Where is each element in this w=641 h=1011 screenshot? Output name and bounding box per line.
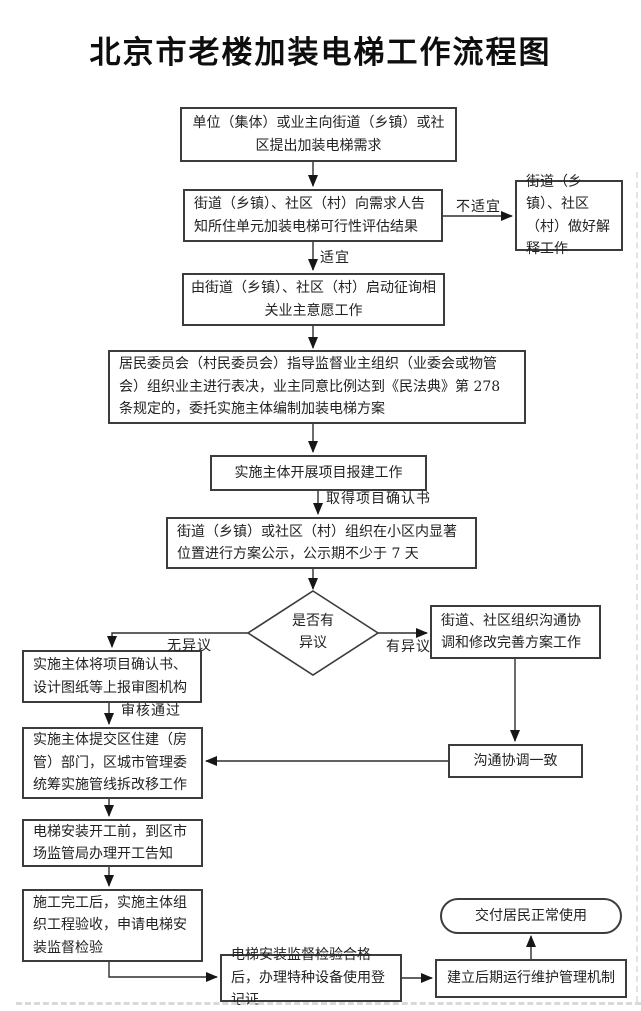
- arrow-acceptance-to-registration: [108, 962, 218, 982]
- node-maintenance-mechanism: 建立后期运行维护管理机制: [435, 959, 627, 998]
- node-maintenance-mechanism-text: 建立后期运行维护管理机制: [447, 970, 615, 987]
- node-coordinate-revise: 街道、社区组织沟通协调和修改完善方案工作: [430, 605, 601, 659]
- decision-diamond-shape: [246, 590, 380, 676]
- label-unsuitable: 不适宜: [456, 199, 501, 215]
- node-end-delivery: 交付居民正常使用: [440, 898, 622, 934]
- node-completion-acceptance-text: 施工完工后，实施主体组织工程验收，申请电梯安装监督检验: [33, 894, 187, 956]
- node-plan-publicity: 街道（乡镇）或社区（村）组织在小区内显著位置进行方案公示，公示期不少于 7 天: [166, 517, 477, 569]
- node-consult-owners-text: 由街道（乡镇）、社区（村）启动征询相关业主意愿工作: [191, 280, 436, 319]
- node-submit-housing-dept-text: 实施主体提交区住建（房管）部门，区城市管理委统筹实施管线拆改移工作: [33, 732, 187, 794]
- node-owner-vote-text: 居民委员会（村民委员会）指导监督业主组织（业委会或物管会）组织业主进行表决，业主…: [119, 356, 501, 418]
- decision-objection-line1: 是否有: [292, 613, 334, 629]
- page-edge-bottom-dashed: [16, 1002, 641, 1005]
- node-start-work-notice: 电梯安装开工前，到区市场监管局办理开工告知: [22, 819, 203, 867]
- decision-objection-line2: 异议: [299, 634, 327, 651]
- node-feasibility-result: 街道（乡镇）、社区（村）向需求人告知所住单元加装电梯可行性评估结果: [183, 189, 443, 242]
- node-submit-housing-dept: 实施主体提交区住建（房管）部门，区城市管理委统筹实施管线拆改移工作: [22, 727, 203, 799]
- node-end-delivery-text: 交付居民正常使用: [475, 907, 587, 924]
- node-plan-publicity-text: 街道（乡镇）或社区（村）组织在小区内显著位置进行方案公示，公示期不少于 7 天: [177, 523, 457, 562]
- node-demand-request-text: 单位（集体）或业主向街道（乡镇）或社区提出加装电梯需求: [192, 115, 445, 154]
- node-use-registration-text: 电梯安装监督检验合格后，办理特种设备使用登记证: [231, 947, 385, 1009]
- node-demand-request: 单位（集体）或业主向街道（乡镇）或社区提出加装电梯需求: [180, 107, 457, 162]
- label-review-passed: 审核通过: [121, 703, 181, 719]
- arrow-no-objection-to-review: [107, 632, 248, 648]
- node-explain-work: 街道（乡镇）、社区（村）做好解释工作: [515, 174, 623, 257]
- node-completion-acceptance: 施工完工后，实施主体组织工程验收，申请电梯安装监督检验: [22, 889, 203, 962]
- page-edge-right-dashed: [636, 172, 638, 1002]
- node-feasibility-result-text: 街道（乡镇）、社区（村）向需求人告知所住单元加装电梯可行性评估结果: [194, 196, 425, 235]
- label-obtain-confirmation: 取得项目确认书: [326, 491, 431, 507]
- node-coordinate-revise-text: 街道、社区组织沟通协调和修改完善方案工作: [441, 612, 581, 651]
- label-objection: 有异议: [386, 639, 431, 655]
- node-coordination-agreed-text: 沟通协调一致: [473, 752, 558, 769]
- node-project-filing: 实施主体开展项目报建工作: [210, 455, 427, 491]
- node-coordination-agreed: 沟通协调一致: [448, 744, 583, 778]
- node-explain-work-text: 街道（乡镇）、社区（村）做好解释工作: [526, 173, 610, 257]
- node-use-registration: 电梯安装监督检验合格后，办理特种设备使用登记证: [220, 947, 402, 1008]
- node-drawing-review: 实施主体将项目确认书、设计图纸等上报审图机构: [22, 650, 202, 703]
- page-title: 北京市老楼加装电梯工作流程图: [89, 35, 552, 71]
- label-suitable: 适宜: [320, 250, 350, 266]
- decision-objection: 是否有 异议: [272, 611, 354, 654]
- node-project-filing-text: 实施主体开展项目报建工作: [234, 464, 403, 481]
- node-start-work-notice-text: 电梯安装开工前，到区市场监管局办理开工告知: [33, 823, 187, 862]
- label-no-objection: 无异议: [167, 638, 212, 654]
- node-drawing-review-text: 实施主体将项目确认书、设计图纸等上报审图机构: [33, 657, 187, 696]
- node-consult-owners: 由街道（乡镇）、社区（村）启动征询相关业主意愿工作: [182, 273, 445, 326]
- node-owner-vote: 居民委员会（村民委员会）指导监督业主组织（业委会或物管会）组织业主进行表决，业主…: [108, 350, 526, 424]
